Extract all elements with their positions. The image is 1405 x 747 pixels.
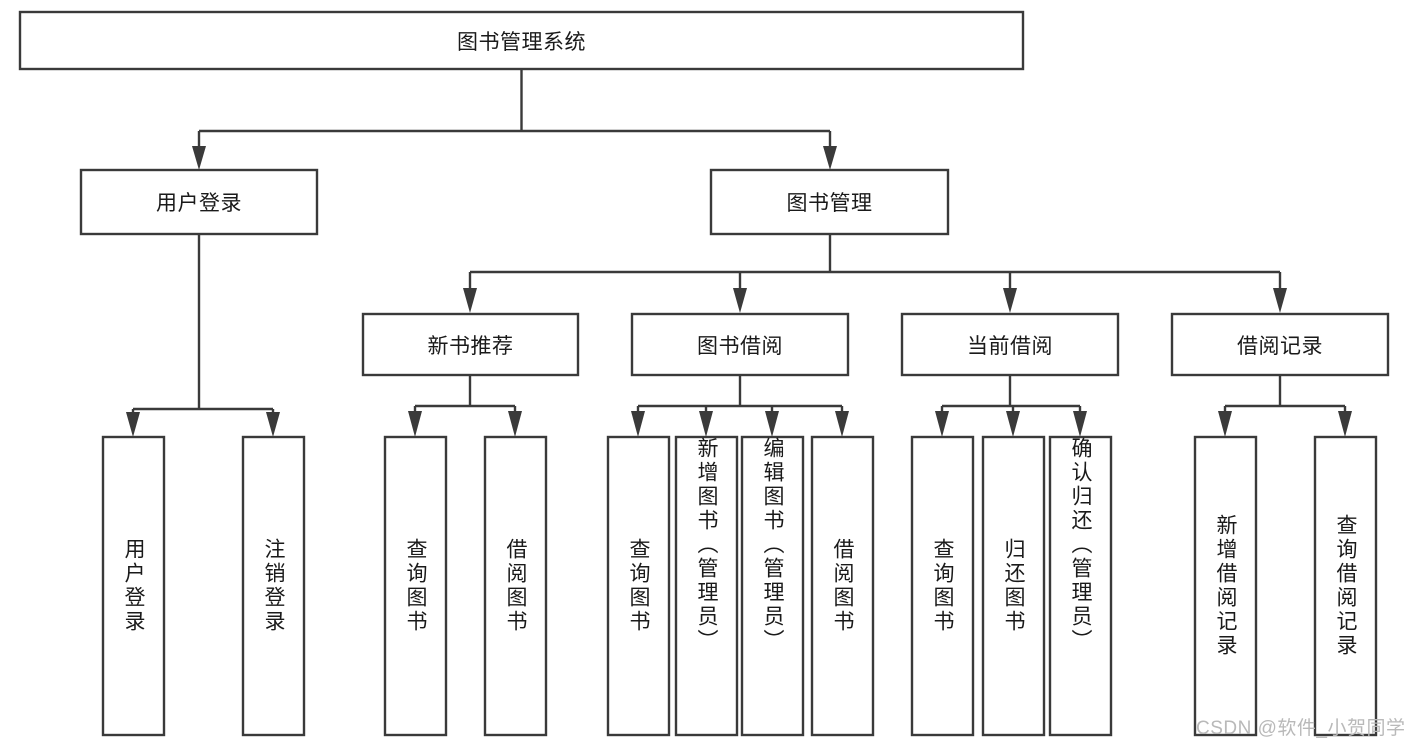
arrow-head-leaf-add-record xyxy=(1218,411,1232,437)
node-box-root[interactable] xyxy=(18,10,1025,71)
node-box-leaf-query-record[interactable] xyxy=(1313,435,1378,737)
arrow-head-leaf-query-book-3 xyxy=(935,411,949,437)
node-box-leaf-confirm-return[interactable] xyxy=(1048,435,1113,737)
arrow-head-leaf-query-book-2 xyxy=(631,411,645,437)
arrow-head-new-book-recommend xyxy=(463,288,477,313)
node-box-book-borrow[interactable] xyxy=(630,312,850,377)
edge-group-current-borrow-to-leaves xyxy=(935,375,1087,437)
node-box-leaf-borrow-book-2[interactable] xyxy=(810,435,875,737)
node-box-leaf-add-record[interactable] xyxy=(1193,435,1258,737)
edge-group-user-login-to-leaves xyxy=(126,234,280,437)
arrow-head-leaf-borrow-book-2 xyxy=(835,411,849,437)
arrow-head-leaf-confirm-return xyxy=(1073,411,1087,437)
edge-group-root-to-level2 xyxy=(192,69,837,170)
arrow-head-leaf-user-login xyxy=(126,412,140,437)
node-box-new-book-recommend[interactable] xyxy=(361,312,580,377)
node-box-leaf-user-login[interactable] xyxy=(101,435,166,737)
arrow-head-leaf-user-logout xyxy=(266,412,280,437)
node-box-borrow-record[interactable] xyxy=(1170,312,1390,377)
node-box-leaf-add-book[interactable] xyxy=(674,435,739,737)
arrow-head-book-manage xyxy=(823,146,837,170)
node-box-leaf-borrow-book-1[interactable] xyxy=(483,435,548,737)
node-box-current-borrow[interactable] xyxy=(900,312,1120,377)
node-box-book-manage[interactable] xyxy=(709,168,950,236)
arrow-head-leaf-edit-book xyxy=(765,411,779,437)
arrow-head-book-borrow xyxy=(733,288,747,313)
node-box-leaf-query-book-3[interactable] xyxy=(910,435,975,737)
edge-group-book-borrow-to-leaves xyxy=(631,375,849,437)
arrow-head-leaf-return-book xyxy=(1006,411,1020,437)
node-box-leaf-return-book[interactable] xyxy=(981,435,1046,737)
arrow-head-leaf-query-record xyxy=(1338,411,1352,437)
arrow-head-current-borrow xyxy=(1003,288,1017,313)
node-box-user-login[interactable] xyxy=(79,168,319,236)
node-box-leaf-query-book-2[interactable] xyxy=(606,435,671,737)
edge-group-new-book-recommend-to-leaves xyxy=(408,375,522,437)
arrow-head-borrow-record xyxy=(1273,288,1287,313)
arrow-head-leaf-borrow-book-1 xyxy=(508,411,522,437)
node-box-leaf-query-book-1[interactable] xyxy=(383,435,448,737)
edge-group-borrow-record-to-leaves xyxy=(1218,375,1352,437)
arrow-head-leaf-query-book-1 xyxy=(408,411,422,437)
node-box-leaf-edit-book[interactable] xyxy=(740,435,805,737)
arrow-head-leaf-add-book xyxy=(699,411,713,437)
node-box-leaf-user-logout[interactable] xyxy=(241,435,306,737)
arrow-head-user-login xyxy=(192,146,206,170)
edge-group-book-manage-to-level3 xyxy=(463,234,1287,313)
